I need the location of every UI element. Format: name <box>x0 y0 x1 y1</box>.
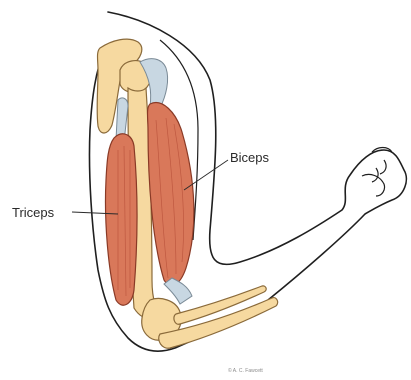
triceps-muscle <box>105 134 137 305</box>
biceps-muscle <box>148 103 194 286</box>
biceps-label: Biceps <box>230 150 270 165</box>
credit-text: © A. C. Fawcett <box>228 367 263 374</box>
fist-knuckles <box>372 148 392 183</box>
fist-thumb <box>362 174 385 196</box>
triceps-label: Triceps <box>12 205 55 220</box>
